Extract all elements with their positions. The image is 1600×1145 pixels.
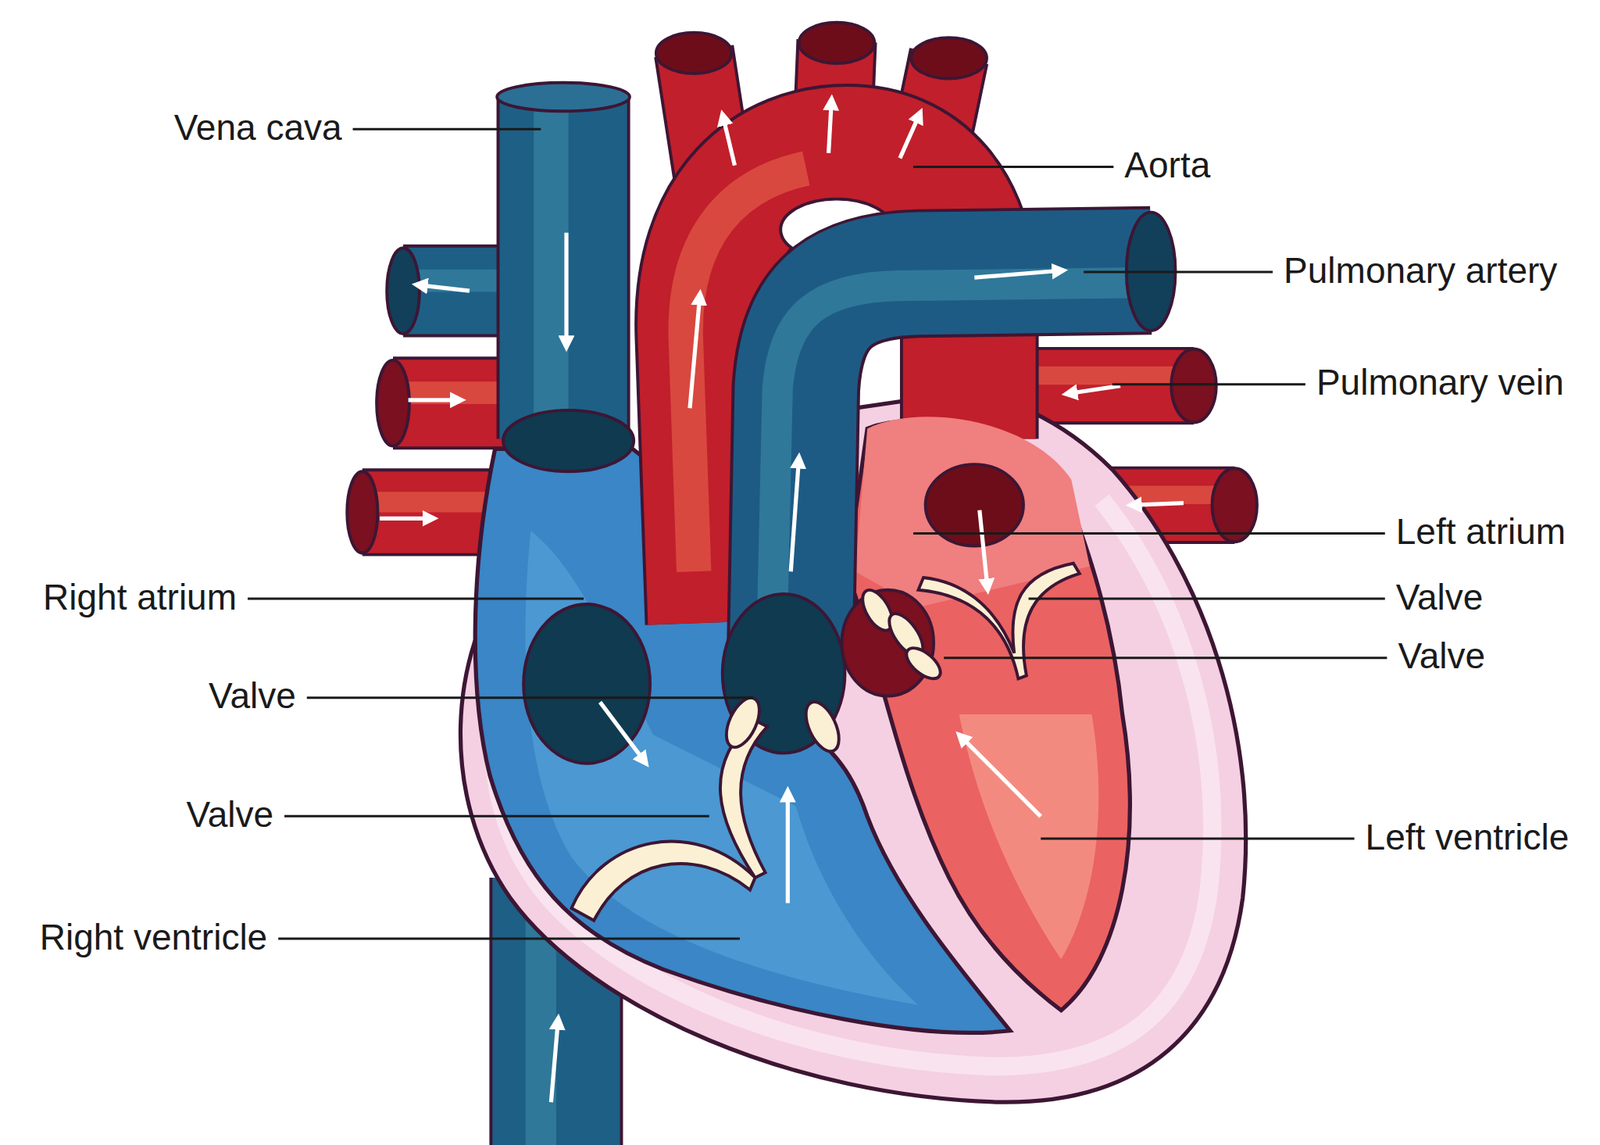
part-label: Pulmonary artery <box>1283 250 1558 292</box>
part-label: Valve <box>185 793 274 836</box>
vessel-end <box>799 22 875 64</box>
part-label: Valve <box>1396 576 1484 618</box>
vessel-opening <box>503 410 634 472</box>
flow-arrow <box>550 1017 558 1102</box>
valve-cusp <box>719 692 766 752</box>
leader-line <box>1040 837 1354 840</box>
flow-arrow <box>1130 503 1184 506</box>
flow-arrow <box>785 790 790 904</box>
flow-arrow <box>900 112 921 159</box>
part-label: Right atrium <box>42 576 237 618</box>
vessel-end <box>656 32 733 74</box>
leader-line <box>913 532 1386 535</box>
vessel-highlight <box>772 282 1143 613</box>
flow-arrow <box>600 701 647 763</box>
leader-line <box>1112 382 1306 386</box>
vessel-end <box>376 360 410 447</box>
pulmonary-vein-right <box>1020 350 1194 422</box>
flow-arrow <box>1066 385 1121 394</box>
vessel-highlight <box>533 96 568 429</box>
flow-arrow <box>408 397 462 402</box>
part-label: Vena cava <box>174 107 343 149</box>
valve-leaflet <box>571 841 756 921</box>
valves <box>571 563 1080 921</box>
vessel-end <box>1171 349 1216 423</box>
part-label: Valve <box>208 675 297 717</box>
leader-line <box>284 814 710 818</box>
flow-arrow <box>959 734 1041 816</box>
part-label: Left atrium <box>1396 510 1566 553</box>
valve-cusp <box>901 642 947 685</box>
superior-vena-cava <box>496 82 634 472</box>
leader-line <box>247 597 584 600</box>
part-label: Right ventricle <box>39 916 268 958</box>
part-label: Left ventricle <box>1365 816 1570 858</box>
vessel-highlight <box>1020 366 1194 386</box>
vessel-outline <box>496 96 631 439</box>
leader-line <box>353 128 542 131</box>
vessel-end <box>346 471 378 553</box>
vessel-end <box>1212 467 1258 542</box>
leader-line <box>307 696 754 699</box>
vessel-outline <box>1020 346 1194 425</box>
flow-arrows <box>379 99 1184 1103</box>
valve-leaflet <box>917 563 1079 679</box>
vessel-end <box>910 37 987 79</box>
vena-cava-tube <box>499 96 627 439</box>
flow-arrow <box>974 270 1064 278</box>
atrium-opening <box>523 603 650 764</box>
flow-arrow <box>379 516 434 521</box>
flow-arrow <box>689 293 700 408</box>
vessel-end <box>496 82 630 112</box>
leader-line <box>1028 597 1386 600</box>
leader-line <box>943 656 1387 659</box>
part-label: Pulmonary vein <box>1316 361 1565 404</box>
flow-arrow <box>416 284 470 291</box>
flow-arrow <box>790 457 799 572</box>
leader-line <box>913 165 1114 168</box>
flow-arrow <box>722 114 736 165</box>
chamber-highlight <box>959 714 1100 959</box>
pulmonary-artery <box>722 212 1176 754</box>
flow-arrow <box>828 99 833 154</box>
flow-arrow <box>979 510 988 590</box>
part-label: Valve <box>1397 635 1486 677</box>
valve-cusp <box>799 696 846 757</box>
flow-arrow <box>564 232 568 347</box>
leader-line <box>278 937 740 940</box>
vessel-end <box>386 247 420 334</box>
leader-line <box>1083 271 1273 274</box>
part-label: Aorta <box>1124 144 1211 186</box>
